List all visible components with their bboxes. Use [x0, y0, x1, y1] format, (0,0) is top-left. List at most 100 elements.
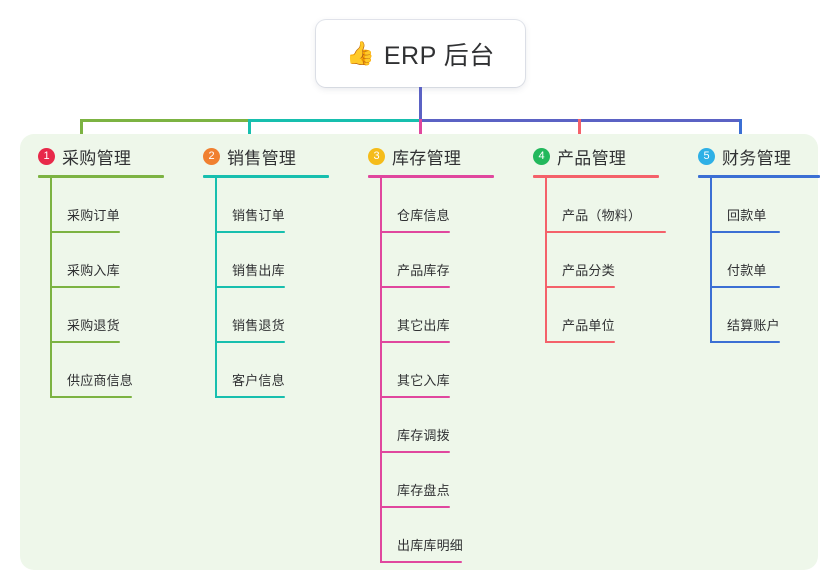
- menu-item-label: 库存调拨: [397, 428, 450, 443]
- menu-item-underline: [215, 341, 285, 343]
- column-header[interactable]: 5 财务管理: [680, 142, 839, 170]
- drop-connector-4: [578, 119, 581, 145]
- drop-connector-1: [80, 119, 83, 145]
- menu-item-label: 其它入库: [397, 373, 450, 388]
- menu-item-label: 结算账户: [727, 318, 780, 333]
- menu-item-underline: [215, 286, 285, 288]
- column-number-badge: 4: [533, 147, 550, 165]
- menu-item-label: 产品库存: [397, 263, 450, 278]
- menu-item[interactable]: 产品分类: [515, 233, 680, 288]
- menu-item[interactable]: 其它出库: [350, 288, 515, 343]
- mindmap-panel: 1 采购管理采购订单采购入库采购退货供应商信息 2 销售管理销售订单销售出库销售退货客…: [20, 134, 820, 570]
- menu-item[interactable]: 采购订单: [20, 178, 185, 233]
- drop-connector-5: [739, 119, 742, 145]
- menu-item-underline: [50, 231, 120, 233]
- column-title: 产品管理: [557, 148, 627, 168]
- menu-item[interactable]: 客户信息: [185, 343, 350, 398]
- menu-item-label: 供应商信息: [67, 373, 134, 388]
- bus-segment-2: [248, 119, 422, 122]
- menu-item-label: 销售订单: [232, 208, 285, 223]
- menu-item[interactable]: 库存调拨: [350, 398, 515, 453]
- column-items: 仓库信息产品库存其它出库其它入库库存调拨库存盘点出库库明细: [350, 178, 515, 563]
- menu-item-underline: [545, 286, 615, 288]
- column-number-badge: 5: [698, 147, 715, 165]
- column-underline: [38, 175, 164, 178]
- menu-item-label: 产品分类: [562, 263, 615, 278]
- column-title: 库存管理: [392, 148, 462, 168]
- title-card: 👍 ERP 后台: [316, 20, 525, 87]
- menu-item-label: 采购入库: [67, 263, 120, 278]
- menu-item-underline: [215, 396, 285, 398]
- menu-item[interactable]: 出库库明细: [350, 508, 515, 563]
- menu-item-label: 回款单: [727, 208, 767, 223]
- menu-item[interactable]: 结算账户: [680, 288, 839, 343]
- column-title: 财务管理: [722, 148, 792, 168]
- menu-item-label: 付款单: [727, 263, 767, 278]
- menu-item[interactable]: 采购退货: [20, 288, 185, 343]
- column-items: 采购订单采购入库采购退货供应商信息: [20, 178, 185, 398]
- menu-item-label: 客户信息: [232, 373, 285, 388]
- menu-item[interactable]: 采购入库: [20, 233, 185, 288]
- menu-item-label: 采购退货: [67, 318, 120, 333]
- drop-connector-3: [419, 119, 422, 145]
- column-title: 销售管理: [227, 148, 297, 168]
- page-title: ERP 后台: [383, 41, 495, 70]
- column-items: 销售订单销售出库销售退货客户信息: [185, 178, 350, 398]
- menu-item-label: 采购订单: [67, 208, 120, 223]
- menu-item[interactable]: 库存盘点: [350, 453, 515, 508]
- column-underline: [698, 175, 820, 178]
- menu-item-underline: [50, 286, 120, 288]
- column-header[interactable]: 2 销售管理: [185, 142, 350, 170]
- column-header[interactable]: 1 采购管理: [20, 142, 185, 170]
- column-spine: [710, 178, 712, 343]
- column-spine: [380, 178, 382, 563]
- menu-item[interactable]: 其它入库: [350, 343, 515, 398]
- menu-item-underline: [380, 286, 450, 288]
- menu-item-underline: [710, 286, 780, 288]
- menu-item-underline: [380, 231, 450, 233]
- menu-item-underline: [380, 396, 450, 398]
- menu-item[interactable]: 付款单: [680, 233, 839, 288]
- column-underline: [368, 175, 494, 178]
- menu-item-underline: [380, 506, 450, 508]
- column-number-badge: 2: [203, 147, 220, 165]
- column-title: 采购管理: [62, 148, 132, 168]
- menu-item-underline: [50, 396, 132, 398]
- menu-item-label: 其它出库: [397, 318, 450, 333]
- column-spine: [545, 178, 547, 343]
- trunk-connector: [419, 87, 422, 122]
- menu-item-underline: [545, 341, 615, 343]
- menu-item-label: 销售退货: [232, 318, 285, 333]
- column-header[interactable]: 4 产品管理: [515, 142, 680, 170]
- column-spine: [50, 178, 52, 398]
- bus-segment-1: [80, 119, 251, 122]
- menu-item[interactable]: 仓库信息: [350, 178, 515, 233]
- title-card-content: 👍 ERP 后台: [346, 36, 495, 72]
- menu-item-label: 产品（物料）: [562, 208, 642, 223]
- column-underline: [533, 175, 659, 178]
- menu-item-underline: [710, 231, 780, 233]
- menu-item[interactable]: 销售退货: [185, 288, 350, 343]
- menu-item[interactable]: 供应商信息: [20, 343, 185, 398]
- menu-item-underline: [215, 231, 285, 233]
- menu-item[interactable]: 产品单位: [515, 288, 680, 343]
- menu-item[interactable]: 销售出库: [185, 233, 350, 288]
- menu-item[interactable]: 销售订单: [185, 178, 350, 233]
- menu-item-label: 仓库信息: [397, 208, 450, 223]
- column-库存管理: 3 库存管理仓库信息产品库存其它出库其它入库库存调拨库存盘点出库库明细: [350, 134, 515, 563]
- menu-item-underline: [545, 231, 666, 233]
- menu-item-label: 产品单位: [562, 318, 615, 333]
- menu-item-underline: [380, 451, 450, 453]
- menu-item-label: 销售出库: [232, 263, 285, 278]
- column-items: 回款单付款单结算账户: [680, 178, 839, 343]
- menu-item-label: 出库库明细: [397, 538, 464, 553]
- column-number-badge: 1: [38, 147, 55, 165]
- menu-item[interactable]: 回款单: [680, 178, 839, 233]
- column-number-badge: 3: [368, 147, 385, 165]
- menu-item[interactable]: 产品库存: [350, 233, 515, 288]
- column-header[interactable]: 3 库存管理: [350, 142, 515, 170]
- column-spine: [215, 178, 217, 398]
- menu-item[interactable]: 产品（物料）: [515, 178, 680, 233]
- menu-item-underline: [710, 341, 780, 343]
- column-财务管理: 5 财务管理回款单付款单结算账户: [680, 134, 839, 343]
